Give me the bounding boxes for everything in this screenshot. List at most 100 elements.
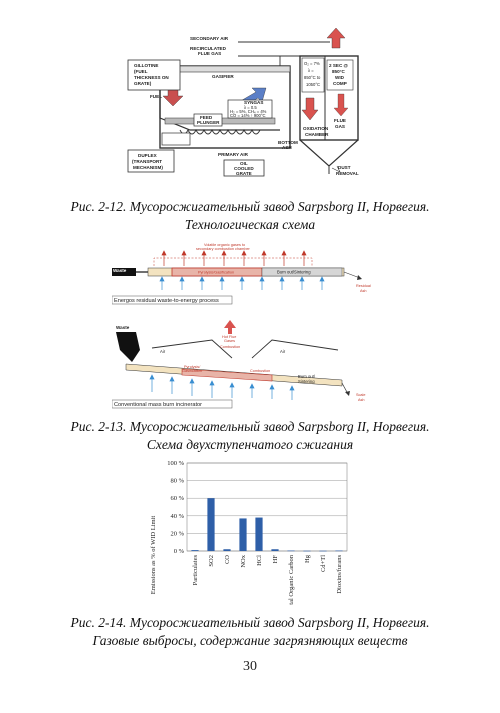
label-h2-ch4: H₂ = 5%, CH₄ = 4% [230, 109, 267, 114]
label-co-temp: CO = 14% ↑ 900°C [230, 113, 266, 118]
air-right-label: Air [280, 349, 286, 354]
chart-x-tick-label: HCl [256, 555, 263, 566]
dust-arrow [331, 165, 341, 173]
chart-x-tick-label: Particulates [192, 555, 199, 586]
figure-14-caption-line1: Рис. 2-14. Мусоросжигательный завод Sarp… [70, 615, 430, 630]
oxidation-down-arrow [301, 97, 319, 121]
figure-13-caption-line2: Схема двухступенчатого сжигания [146, 437, 354, 452]
label-removal: REMOVAL [336, 171, 359, 176]
chart-y-ticks: 0 % 20 % 40 % 60 % 80 % 100 % [167, 460, 184, 555]
label-gas: GAS [335, 124, 345, 129]
figure-12-caption-line1: Рис. 2-12. Мусоросжигательный завод Sarp… [70, 199, 430, 214]
label-thickness: THICKNESS ON [134, 75, 169, 80]
energos-panel-caption: Energos residual waste-to-energy process [114, 298, 219, 304]
label-oil: OIL [240, 161, 248, 166]
process-diagram-sarpsborg: SECONDARY AIR RECIRCULATED FLUE GAS GILL… [127, 27, 359, 177]
figure-13-caption-line1: Рис. 2-13. Мусоросжигательный завод Sarp… [70, 419, 430, 434]
chart-bar-nox [239, 518, 247, 551]
label-grate: GRATE [236, 171, 252, 176]
incinerator-waste-label: Waste [116, 325, 130, 330]
chart-bar-hg [303, 550, 311, 552]
chart-x-tick-label: CO [224, 555, 231, 564]
oxidation-chamber [299, 55, 359, 174]
chart-bar-co [223, 549, 231, 551]
hot-flue-gas-arrow [224, 320, 236, 334]
combustion-label: Combustion [250, 369, 270, 373]
label-flue-gas: FLUE GAS [198, 51, 221, 56]
figure-14-caption-line2: Газовые выбросы, содержание загрязняющих… [92, 633, 408, 648]
label-recirculated: RECIRCULATED [190, 46, 227, 51]
figure-12-caption: Рис. 2-12. Мусоросжигательный завод Sarp… [0, 198, 500, 234]
figure-12-caption-line2: Технологическая схема [184, 217, 316, 232]
label-gasifier: GASIFIER [212, 74, 234, 79]
combustion-top-label: Combustion [220, 345, 240, 349]
conventional-panel-caption: Conventional mass burn incinerator [114, 402, 202, 408]
chart-y-tick-label: 40 % [170, 513, 184, 520]
label-850: 850°C [332, 69, 346, 74]
chart-y-tick-label: 60 % [170, 495, 184, 502]
hot-flue-label-2: Gases [224, 339, 235, 343]
emissions-bar-chart: Emissions as % of WID Limit 0 %20 %40 %6… [150, 460, 348, 605]
label-grate-paren: GRATE) [134, 81, 152, 86]
secondary-chamber-note: secondary combustion chamber [196, 247, 251, 251]
label-wid: WID [335, 75, 345, 80]
chart-bar-dioxins-furans [335, 550, 343, 552]
incinerator-air-arrows [149, 374, 295, 400]
label-flue: FLUE [334, 118, 346, 123]
air-left-label: Air [160, 349, 166, 354]
label-cooled: COOLED [234, 166, 254, 171]
pyrolysis-label: Pyrolysis/Gasification [198, 271, 234, 275]
chart-x-tick-label: HF [272, 555, 279, 564]
ash-label: Ash [360, 289, 367, 293]
label-bottom: BOTTOM [278, 140, 298, 145]
gas-flow-arrows [161, 250, 307, 266]
chart-x-tick-label: SO2 [208, 555, 215, 567]
energos-process-diagram: Waste Volatile organic gases to secondar… [112, 243, 371, 305]
label-dust: DUST [338, 165, 351, 170]
burnout-label-1: Burn out/ [298, 374, 316, 379]
chart-plot-area [186, 462, 348, 552]
label-oxidation: OXIDATION [303, 126, 329, 131]
residual-label: Residual [356, 284, 371, 288]
label-feed: FEED [200, 115, 213, 120]
pyrolysis-label-2: Gasification [182, 369, 202, 373]
label-temp-range: 850°C to [304, 75, 321, 80]
chart-bars [191, 498, 343, 552]
chart-bar-so2 [207, 498, 215, 551]
label-o2: O₂ = 7% [304, 61, 320, 66]
label-lambda: λ = 0.5 [244, 105, 257, 110]
label-transport: (TRANSPORT [132, 159, 162, 164]
label-fuel-paren: (FUEL [134, 69, 148, 74]
label-syngas: SYNGAS [244, 100, 263, 105]
energos-waste-label: Waste [113, 268, 127, 273]
label-duplex: DUPLEX [138, 153, 158, 158]
chart-x-tick-label: Hg [304, 554, 311, 563]
label-temp-range2: 1050°C [306, 82, 320, 87]
chart-y-tick-label: 80 % [170, 478, 184, 485]
chart-x-tick-label: Cd+Tl [320, 555, 327, 572]
chart-x-tick-label: Dioxins/furans [336, 555, 343, 594]
pyrolysis-label-1: Pyrolysis/ [184, 365, 201, 369]
volatile-gases-note: Volatile organic gases to [204, 243, 245, 247]
label-lambda2: λ = [308, 68, 314, 73]
label-primary-air: PRIMARY AIR [218, 152, 249, 157]
oxidation-up-arrow [326, 27, 346, 49]
figure-14-caption: Рис. 2-14. Мусоросжигательный завод Sarp… [0, 614, 500, 650]
burnout-label: Burn out/Sintering [277, 270, 311, 275]
label-mechanism: MECHANISM) [133, 165, 163, 170]
label-plunger: PLUNGER [197, 120, 220, 125]
scale-ash-label: Ash [358, 398, 365, 402]
chart-y-tick-label: 0 % [174, 548, 185, 555]
page-number: 30 [243, 659, 257, 674]
chart-y-tick-label: 20 % [170, 530, 184, 537]
label-fuel: FUEL [150, 94, 162, 99]
conventional-incinerator-diagram: Waste Hot Flue Gases Combustion Air Air … [112, 320, 366, 409]
chart-y-tick-label: 100 % [167, 460, 184, 467]
burnout-label-2: Sintering [298, 379, 315, 384]
label-chamber: CHAMBER [305, 132, 329, 137]
label-gillotine: GILLOTINE [134, 63, 159, 68]
scale-label: Scale [356, 393, 366, 397]
chart-bar-cd-tl [319, 550, 327, 552]
figure-13-caption: Рис. 2-13. Мусоросжигательный завод Sarp… [0, 418, 500, 454]
chart-bar-total-organic-carbon [287, 550, 295, 552]
